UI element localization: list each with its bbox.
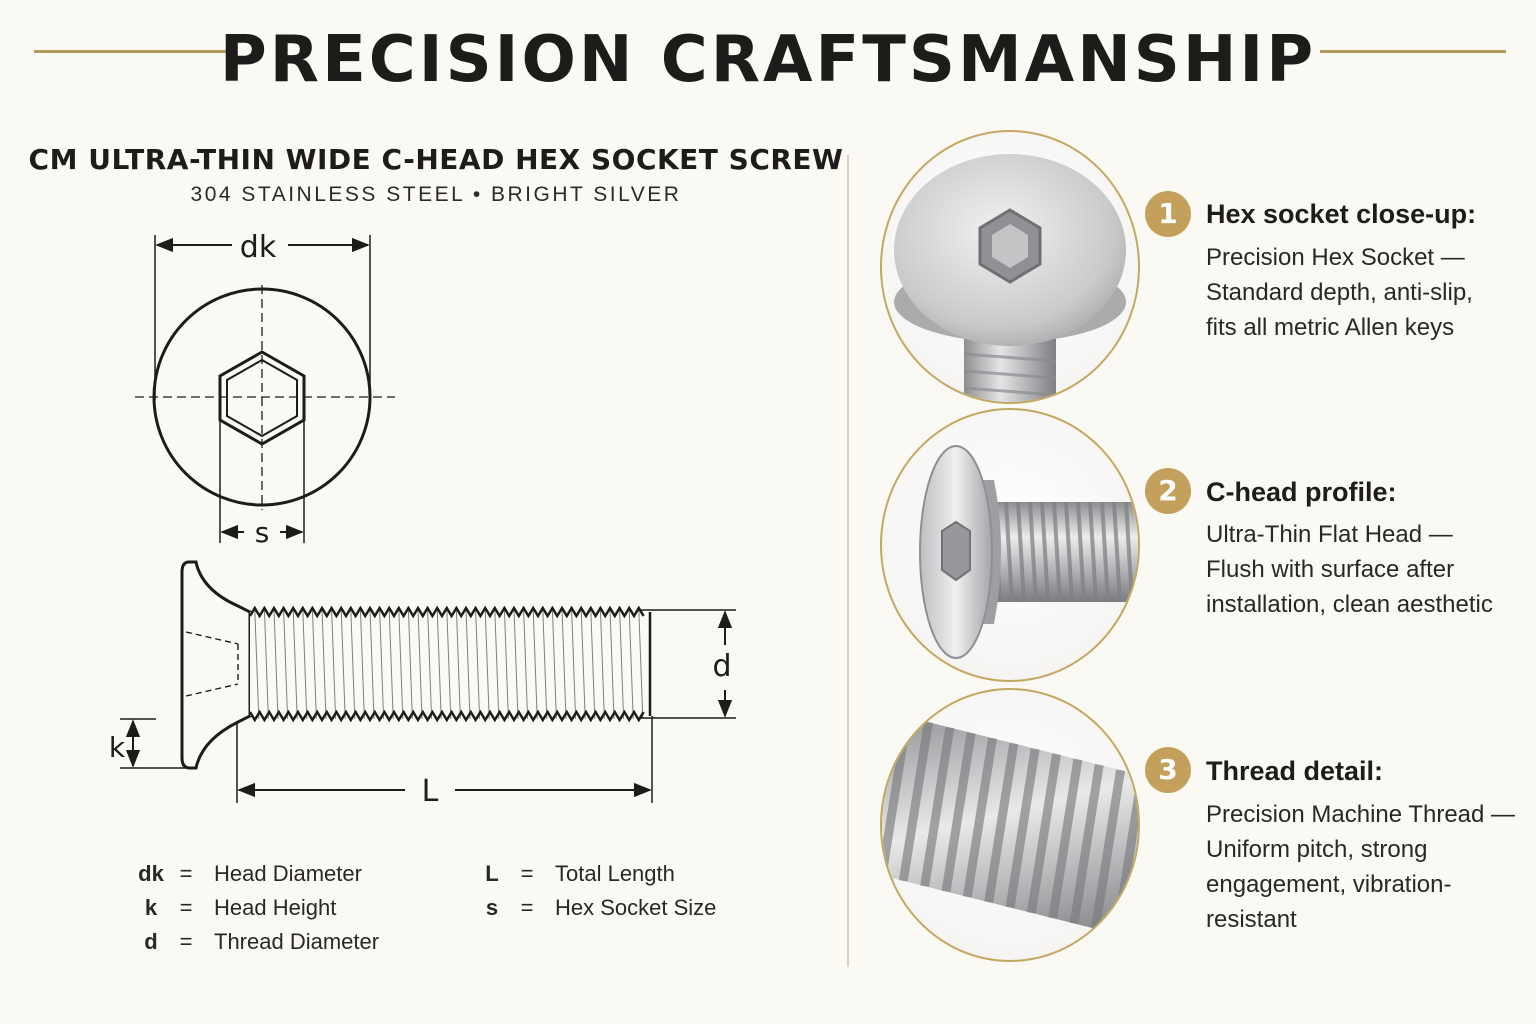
feature-line: installation, clean aesthetic xyxy=(1206,591,1493,618)
screw-head-profile xyxy=(180,560,252,770)
legend-equals: = xyxy=(179,895,193,920)
column-divider xyxy=(847,155,849,967)
page-title: PRECISION CRAFTSMANSHIP xyxy=(219,23,1317,97)
feature-text-3: Precision Machine Thread — Uniform pitch… xyxy=(1206,797,1526,937)
technical-drawing: dk s d k L xyxy=(109,230,736,809)
side-view xyxy=(120,560,736,803)
hex-socket-outer xyxy=(218,350,306,446)
legend-symbol: s xyxy=(485,895,499,920)
c-head-profile-photo xyxy=(880,408,1140,682)
legend-equals: = xyxy=(520,895,534,920)
label-k: k xyxy=(109,731,126,764)
legend-description: Total Length xyxy=(555,861,675,886)
feature-line: Ultra-Thin Flat Head — xyxy=(1206,521,1453,548)
feature-line: Precision Machine Thread — xyxy=(1206,801,1516,828)
thread-bottom-edge xyxy=(248,709,645,723)
legend-description: Thread Diameter xyxy=(214,929,380,954)
feature-number-3: 3 xyxy=(1145,747,1191,793)
product-name: CM ULTRA-THIN WIDE C-HEAD HEX SOCKET SCR… xyxy=(28,143,844,176)
feature-title-1: Hex socket close-up: xyxy=(1206,199,1477,229)
label-d: d xyxy=(712,649,731,684)
legend-equals: = xyxy=(179,861,193,886)
legend-equals: = xyxy=(179,929,193,954)
label-s: s xyxy=(255,516,270,549)
legend-description: Head Height xyxy=(214,895,337,920)
legend-equals: = xyxy=(520,861,534,886)
thread-top-edge xyxy=(248,605,645,619)
legend-symbol: d xyxy=(144,929,158,954)
thread-detail-photo xyxy=(880,688,1140,962)
legend-symbol: L xyxy=(485,861,499,886)
feature-title-2: C-head profile: xyxy=(1206,477,1397,507)
feature-text-1: Precision Hex Socket — Standard depth, a… xyxy=(1206,240,1526,345)
hex-socket-closeup-photo xyxy=(880,130,1140,404)
legend-description: Head Diameter xyxy=(214,861,362,886)
top-view xyxy=(135,235,395,543)
feature-title-3: Thread detail: xyxy=(1206,756,1384,786)
feature-line: Uniform pitch, strong xyxy=(1206,836,1428,863)
feature-text-2: Ultra-Thin Flat Head — Flush with surfac… xyxy=(1206,517,1526,622)
feature-number-1: 1 xyxy=(1145,191,1191,237)
feature-line: Flush with surface after xyxy=(1206,556,1455,583)
legend-symbol: k xyxy=(144,895,158,920)
title-rule-right xyxy=(1320,50,1506,53)
feature-line: Precision Hex Socket — xyxy=(1206,244,1465,271)
feature-line: engagement, vibration- xyxy=(1206,871,1452,898)
legend-description: Hex Socket Size xyxy=(555,895,717,920)
feature-number-2: 2 xyxy=(1145,468,1191,514)
feature-line: Standard depth, anti-slip, xyxy=(1206,279,1473,306)
product-material: 304 STAINLESS STEEL • BRIGHT SILVER xyxy=(190,183,682,206)
legend-symbol: dk xyxy=(138,861,164,886)
feature-line: fits all metric Allen keys xyxy=(1206,314,1455,341)
title-rule-left xyxy=(34,50,236,53)
label-L: L xyxy=(422,774,439,809)
label-dk: dk xyxy=(240,230,277,265)
thread-lines xyxy=(254,608,644,720)
feature-line: resistant xyxy=(1206,906,1297,933)
